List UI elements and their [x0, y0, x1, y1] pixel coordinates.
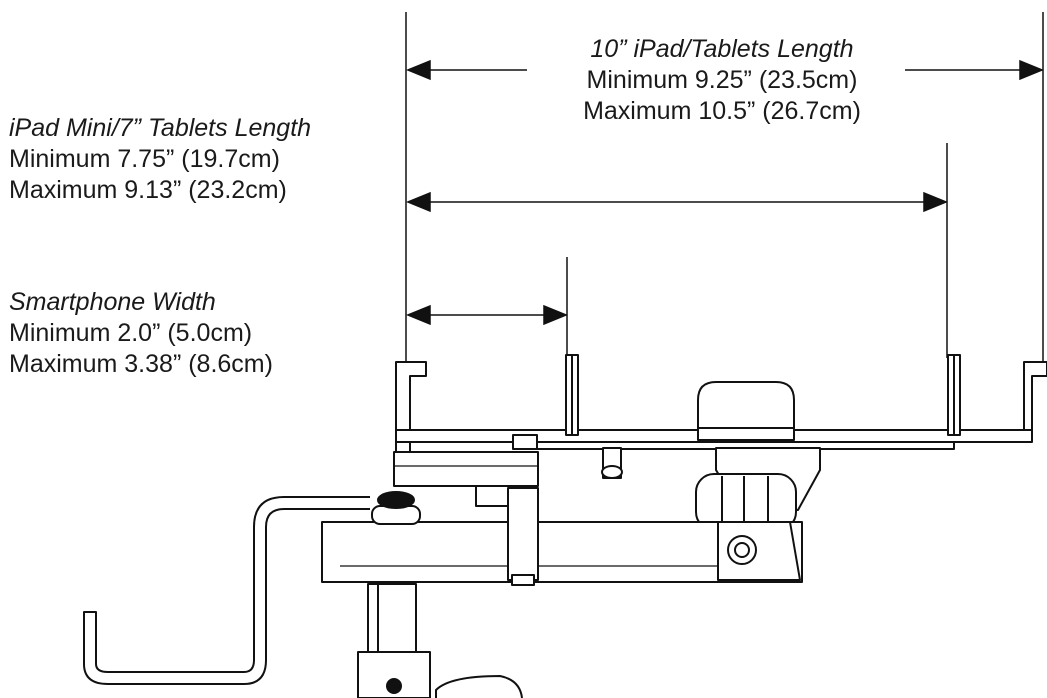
- tablet-7in-maximum: Maximum 9.13” (23.2cm): [9, 176, 287, 204]
- bent-rod: [83, 496, 370, 685]
- smartphone-label: Smartphone Width Minimum 2.0” (5.0cm) Ma…: [9, 287, 273, 380]
- left-body: [393, 451, 539, 487]
- tablet-10in-label: 10” iPad/Tablets Length Minimum 9.25” (2…: [534, 34, 910, 127]
- lower-column: [367, 583, 417, 655]
- clamp-post: [507, 487, 539, 581]
- arrowhead-phone-right: [543, 304, 568, 326]
- tablet-10in-title: 10” iPad/Tablets Length: [590, 35, 854, 63]
- tablet-7in-label: iPad Mini/7” Tablets Length Minimum 7.75…: [9, 113, 311, 206]
- right-clip: [1023, 361, 1047, 441]
- tablet-7in-title: iPad Mini/7” Tablets Length: [9, 114, 312, 142]
- center-grip: [697, 381, 795, 441]
- smartphone-maximum: Maximum 3.38” (8.6cm): [9, 350, 273, 378]
- smartphone-minimum: Minimum 2.0” (5.0cm): [9, 319, 253, 347]
- arrowhead-7in-left: [406, 191, 431, 213]
- tablet-10in-maximum: Maximum 10.5” (26.7cm): [583, 97, 861, 125]
- mount-drawing: [83, 354, 1047, 698]
- smartphone-title: Smartphone Width: [9, 288, 216, 316]
- tablet-7in-minimum: Minimum 7.75” (19.7cm): [9, 145, 280, 173]
- arrowhead-phone-left: [406, 304, 431, 326]
- arrowhead-10in-right: [1019, 59, 1044, 81]
- arrowhead-10in-left: [406, 59, 431, 81]
- tablet-10in-minimum: Minimum 9.25” (23.5cm): [586, 66, 858, 94]
- arrowhead-7in-right: [923, 191, 948, 213]
